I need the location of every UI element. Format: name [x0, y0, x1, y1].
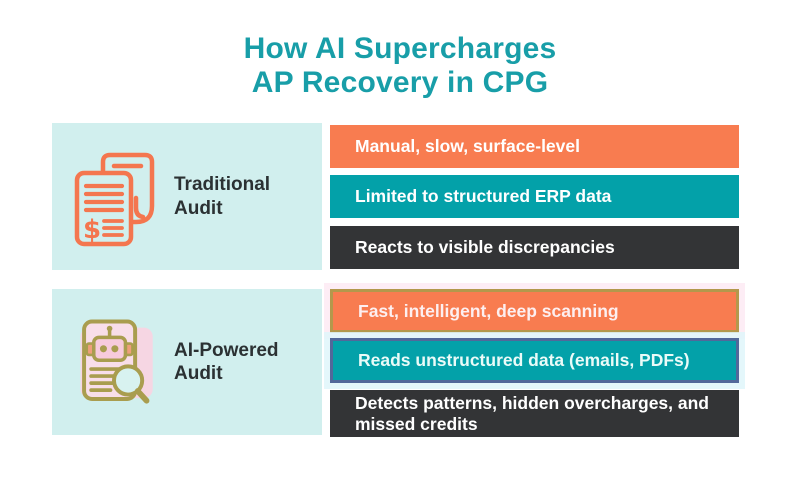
bar-text: Reads unstructured data (emails, PDFs): [358, 350, 690, 370]
page-title-line2: AP Recovery in CPG: [251, 66, 549, 99]
invoice-documents-icon: $: [70, 146, 158, 248]
bar-text: Manual, slow, surface-level: [355, 136, 580, 156]
traditional-audit-label: Traditional Audit: [174, 174, 271, 219]
robot-document-magnifier-icon: [70, 311, 158, 413]
page-title: How AI Supercharges AP Recovery in CPG: [0, 32, 800, 100]
traditional-audit-card: $ Traditional Audit: [52, 123, 322, 270]
bar-text: Fast, intelligent, deep scanning: [358, 300, 619, 321]
bar-text: Reacts to visible discrepancies: [355, 237, 615, 257]
svg-text:$: $: [83, 215, 101, 245]
bar-text: Limited to structured ERP data: [355, 186, 612, 206]
ai-bar-fast-scanning: Fast, intelligent, deep scanning: [330, 289, 739, 333]
ai-bar-unstructured-data: Reads unstructured data (emails, PDFs): [330, 338, 739, 383]
ai-powered-audit-card: AI-Powered Audit: [52, 289, 322, 435]
traditional-bar-reacts-discrepancies: Reacts to visible discrepancies: [330, 226, 739, 269]
traditional-bar-manual-slow: Manual, slow, surface-level: [330, 125, 739, 168]
page-title-line1: How AI Supercharges: [243, 32, 557, 65]
ai-powered-audit-label: AI-Powered Audit: [174, 339, 279, 384]
bar-text: Detects patterns, hidden overcharges, an…: [355, 393, 709, 434]
traditional-bar-structured-erp: Limited to structured ERP data: [330, 175, 739, 218]
ai-bar-detects-patterns: Detects patterns, hidden overcharges, an…: [330, 390, 739, 437]
